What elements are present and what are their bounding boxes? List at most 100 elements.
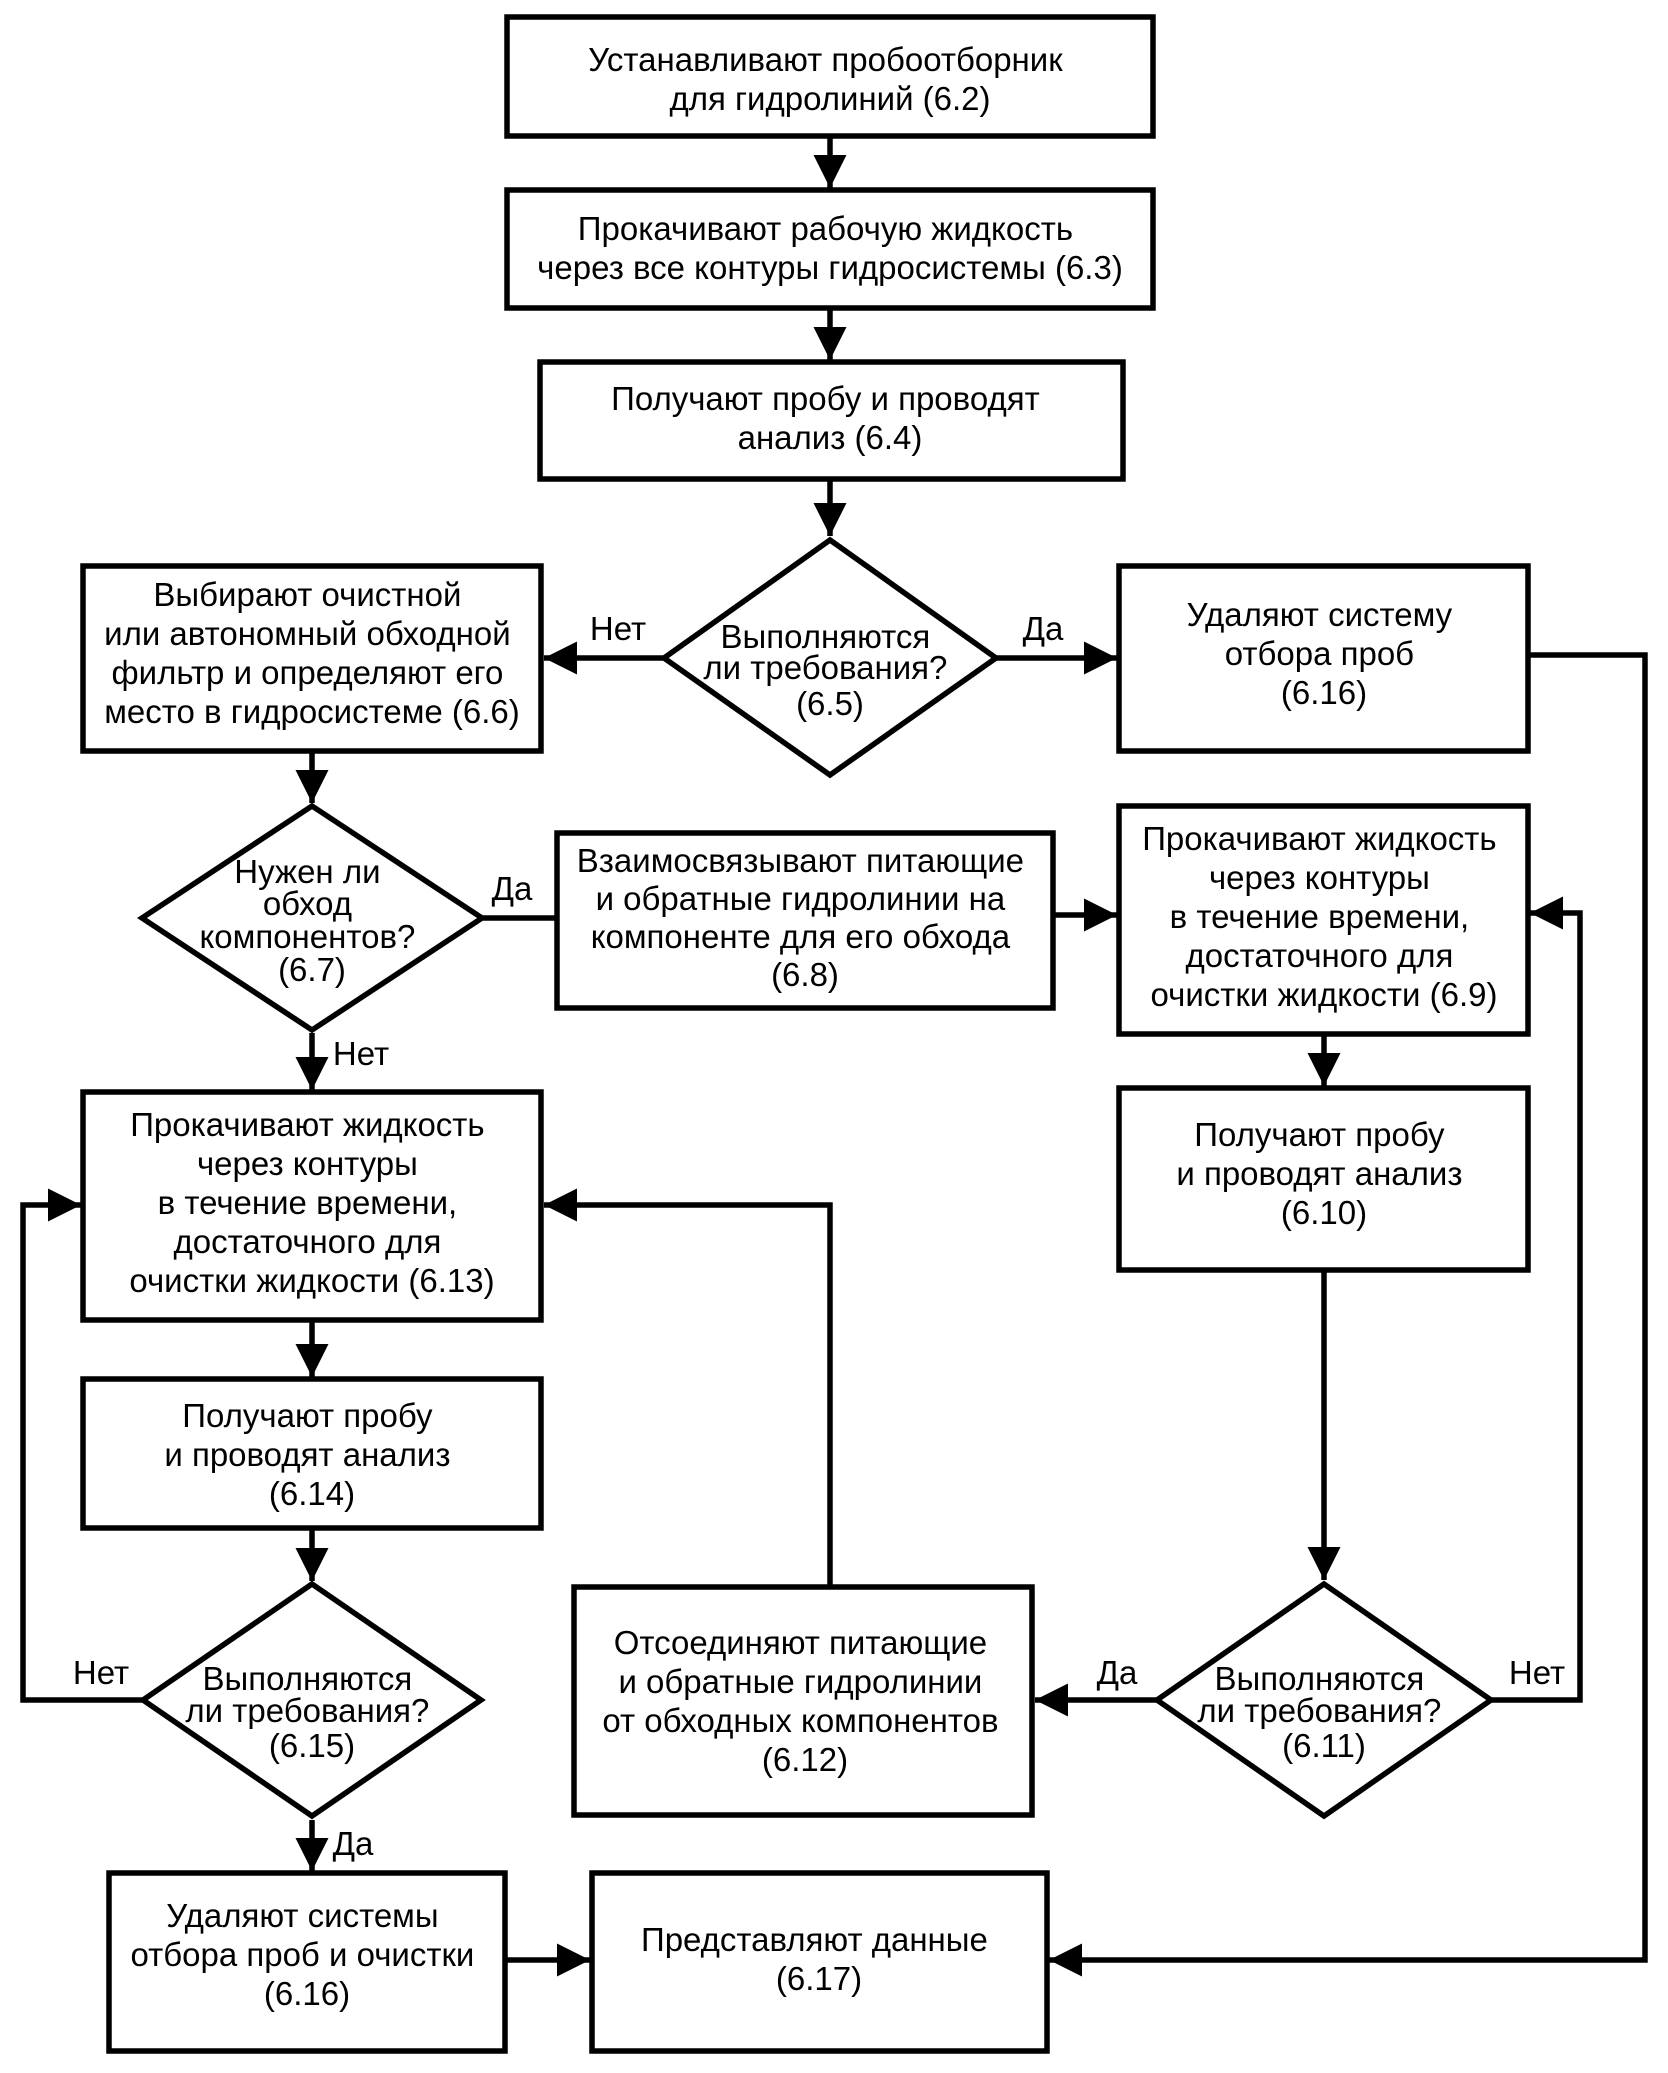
node-line: от обходных компонентов [602,1702,998,1739]
node-line: компонентов? [199,918,415,955]
node-6-8: Взаимосвязывают питающие и обратные гидр… [554,830,1056,1011]
node-6-11-decision: Выполняются ли требования? (6.11) [1152,1580,1496,1820]
node-line: Устанавливают пробоотборник [588,41,1063,78]
node-text: Прокачивают рабочую жидкость через все к… [537,210,1123,286]
decision-diamond [137,802,487,1034]
arrow-6-15-no-to-6-13 [20,1188,143,1703]
node-text: Представляют данные (6.17) [641,1921,997,1997]
node-text: Выбирают очистной или автономный обходно… [104,576,520,730]
node-line: Нужен ли [234,853,380,890]
node-line: ли требования? [703,649,947,686]
node-text: Прокачивают жидкость через контуры в теч… [1142,820,1506,1013]
node-line: очистки жидкости (6.13) [129,1262,494,1299]
node-box [106,1870,508,2054]
node-line: (6.16) [1281,674,1367,711]
node-line: фильтр и определяют его [111,654,503,691]
node-box [589,1870,1050,2054]
node-box [504,187,1156,311]
label-yes-6-5: Да [1023,610,1064,647]
label-no-6-5: Нет [590,610,646,647]
node-6-7-decision: Нужен ли обход компонентов? (6.7) [137,802,487,1034]
node-text: Выполняются ли требования? (6.11) [1197,1660,1450,1764]
node-box [80,563,544,754]
decision-diamond [138,1580,486,1820]
node-line: отбора проб и очистки [130,1936,474,1973]
node-text: Получают пробу и проводят анализ (6.14) [164,1397,459,1512]
node-box [571,1584,1035,1818]
node-line: через контуры [197,1145,418,1182]
arrow-6-16-to-6-17 [1049,652,1648,1977]
node-text: Прокачивают жидкость через контуры в теч… [129,1106,494,1299]
node-line: Взаимосвязывают питающие [577,842,1024,879]
node-line: (6.7) [278,951,346,988]
node-line: (6.16) [264,1975,350,2012]
node-box [1116,1085,1531,1273]
node-line: Представляют данные [641,1921,988,1958]
node-line: и обратные гидролинии на [596,880,1006,917]
node-line: (6.12) [762,1741,848,1778]
node-line: (6.14) [269,1475,355,1512]
node-box [537,359,1126,482]
decision-diamond [1152,1580,1496,1820]
node-line: анализ (6.4) [738,419,923,456]
node-text: Устанавливают пробоотборник для гидролин… [588,41,1072,117]
node-line: достаточного для [1185,937,1453,974]
decision-diamond [659,536,1001,779]
node-text: Выполняются ли требования? (6.5) [703,618,956,722]
node-6-16-bottom: Удаляют системы отбора проб и очистки (6… [106,1870,508,2054]
node-text: Нужен ли обход компонентов? (6.7) [199,853,424,988]
node-6-9: Прокачивают жидкость через контуры в теч… [1116,803,1531,1037]
node-6-17: Представляют данные (6.17) [589,1870,1050,2054]
node-line: (6.10) [1281,1194,1367,1231]
node-6-14: Получают пробу и проводят анализ (6.14) [80,1376,544,1531]
node-6-10: Получают пробу и проводят анализ (6.10) [1116,1085,1531,1273]
node-line: Выбирают очистной [153,576,461,613]
node-line: (6.15) [269,1727,355,1764]
node-6-12: Отсоединяют питающие и обратные гидролин… [571,1584,1035,1818]
node-box [80,1089,544,1323]
node-line: ли требования? [1197,1692,1441,1729]
label-no-6-15: Нет [73,1654,129,1691]
edge-labels: Нет Да Да Нет Да Нет Нет Да [73,610,1565,1862]
node-line: (6.5) [796,685,864,722]
node-6-13: Прокачивают жидкость через контуры в теч… [80,1089,544,1323]
node-box [80,1376,544,1531]
node-6-6: Выбирают очистной или автономный обходно… [80,563,544,754]
arrow-6-12-to-6-13 [544,1188,833,1585]
node-line: и обратные гидролинии [618,1663,982,1700]
node-line: Отсоединяют питающие [614,1624,987,1661]
node-line: в течение времени, [1170,898,1470,935]
node-box [1116,803,1531,1037]
node-line: Удаляют системы [166,1897,438,1934]
node-line: Получают пробу [1194,1116,1445,1153]
label-no-6-11: Нет [1509,1654,1565,1691]
node-line: Удаляют систему [1187,596,1453,633]
node-text: Удаляют системы отбора проб и очистки (6… [130,1897,483,2012]
node-6-16-top: Удаляют систему отбора проб (6.16) [1116,563,1531,754]
node-line: через все контуры гидросистемы (6.3) [537,249,1123,286]
node-line: достаточного для [173,1223,441,1260]
node-line: Выполняются [1215,1660,1425,1697]
node-line: отбора проб [1225,635,1414,672]
node-6-5-decision: Выполняются ли требования? (6.5) [659,536,1001,779]
node-text: Получают пробу и проводят анализ (6.10) [1176,1116,1471,1231]
node-line: Прокачивают рабочую жидкость [578,210,1073,247]
node-line: Прокачивают жидкость [130,1106,484,1143]
node-6-15-decision: Выполняются ли требования? (6.15) [138,1580,486,1820]
node-line: место в гидросистеме (6.6) [104,693,520,730]
node-line: для гидролиний (6.2) [669,80,990,117]
node-text: Удаляют систему отбора проб (6.16) [1187,596,1462,711]
node-line: Выполняются [721,618,931,655]
node-line: или автономный обходной [104,615,511,652]
node-line: (6.11) [1282,1727,1366,1764]
node-line: Получают пробу [182,1397,433,1434]
connectors [20,138,1648,1977]
node-line: (6.17) [776,1960,862,1997]
node-line: и проводят анализ [164,1436,450,1473]
node-line: в течение времени, [158,1184,458,1221]
node-text: Получают пробу и проводят анализ (6.4) [611,380,1049,456]
arrow-6-11-no-to-6-9 [1491,896,1583,1703]
node-line: очистки жидкости (6.9) [1151,976,1498,1013]
node-6-3: Прокачивают рабочую жидкость через все к… [504,187,1156,311]
